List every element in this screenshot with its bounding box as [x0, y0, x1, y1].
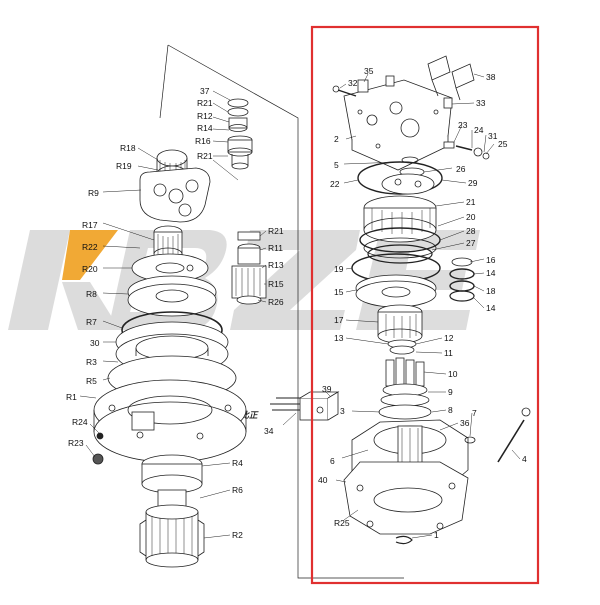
right-part-label-1: 1 [434, 530, 439, 540]
right-part-label-R25: R25 [334, 518, 350, 528]
left-part-label-R24: R24 [72, 417, 88, 427]
right-part-label-33: 33 [476, 98, 486, 108]
left-part-label-39: 39 [322, 384, 332, 394]
left-part-label-R18: R18 [120, 143, 136, 153]
right-part-label-31: 31 [488, 131, 498, 141]
left-part-label-R23: R23 [68, 438, 84, 448]
left-part-label-R21: R21 [197, 98, 213, 108]
right-part-label-5: 5 [334, 160, 339, 170]
right-part-label-32: 32 [348, 78, 358, 88]
right-part-label-28: 28 [466, 226, 476, 236]
right-part-label-10: 10 [448, 369, 458, 379]
left-assembly [79, 44, 404, 579]
watermark-accent [62, 230, 118, 280]
right-part-label-38: 38 [486, 72, 496, 82]
left-part-label-R2: R2 [232, 530, 243, 540]
left-part-label-R1: R1 [66, 392, 77, 402]
right-part-label-13: 13 [334, 333, 344, 343]
left-part-label-R21: R21 [268, 226, 284, 236]
right-part-label-4: 4 [522, 454, 527, 464]
left-part-label-R11: R11 [268, 243, 283, 253]
right-part-label-26: 26 [456, 164, 466, 174]
highlight-box [310, 25, 540, 585]
left-part-label-R5: R5 [86, 376, 97, 386]
right-part-label-2: 2 [334, 134, 339, 144]
right-assembly [332, 55, 531, 545]
watermark-chinese-text: 柯比正 [232, 410, 259, 420]
left-part-label-R19: R19 [116, 161, 132, 171]
left-part-label-R22: R22 [82, 242, 98, 252]
left-part-label-R21: R21 [197, 151, 213, 161]
left-part-label-R13: R13 [268, 260, 284, 270]
right-part-label-22: 22 [330, 179, 340, 189]
right-part-label-8: 8 [448, 405, 453, 415]
right-part-label-14: 14 [486, 268, 496, 278]
left-part-label-37: 37 [200, 86, 210, 96]
right-part-label-7: 7 [472, 408, 477, 418]
left-part-label-R15: R15 [268, 279, 284, 289]
right-part-label-27: 27 [466, 238, 476, 248]
left-part-labels: 37R21R12R14R16R21R18R19R9R17R22R20R8R730… [66, 86, 332, 540]
right-part-label-21: 21 [466, 197, 476, 207]
right-part-label-19: 19 [334, 264, 344, 274]
right-part-label-11: 11 [444, 348, 453, 358]
left-part-label-R20: R20 [82, 264, 98, 274]
right-part-label-20: 20 [466, 212, 476, 222]
right-part-label-18: 18 [486, 286, 496, 296]
left-part-label-R26: R26 [268, 297, 284, 307]
left-part-label-R3: R3 [86, 357, 97, 367]
right-part-label-40: 40 [318, 475, 328, 485]
right-part-label-16: 16 [486, 255, 496, 265]
right-part-label-36: 36 [460, 418, 470, 428]
left-part-label-34: 34 [264, 426, 274, 436]
right-part-label-3: 3 [340, 406, 345, 416]
right-part-label-25: 25 [498, 139, 508, 149]
right-part-label-9: 9 [448, 387, 453, 397]
left-part-label-R6: R6 [232, 485, 243, 495]
right-part-label-35: 35 [364, 66, 374, 76]
left-part-label-30: 30 [90, 338, 100, 348]
left-part-label-R14: R14 [197, 123, 213, 133]
left-part-label-R17: R17 [82, 220, 98, 230]
right-part-label-14: 14 [486, 303, 496, 313]
right-part-label-29: 29 [468, 178, 478, 188]
left-part-label-R16: R16 [195, 136, 211, 146]
left-part-label-R8: R8 [86, 289, 97, 299]
left-part-label-R4: R4 [232, 458, 243, 468]
left-part-label-R9: R9 [88, 188, 99, 198]
right-part-label-12: 12 [444, 333, 454, 343]
right-part-label-17: 17 [334, 315, 344, 325]
right-part-label-24: 24 [474, 125, 484, 135]
right-part-label-23: 23 [458, 120, 468, 130]
left-part-label-R7: R7 [86, 317, 97, 327]
left-part-label-R12: R12 [197, 111, 213, 121]
right-part-label-15: 15 [334, 287, 344, 297]
right-part-label-6: 6 [330, 456, 335, 466]
